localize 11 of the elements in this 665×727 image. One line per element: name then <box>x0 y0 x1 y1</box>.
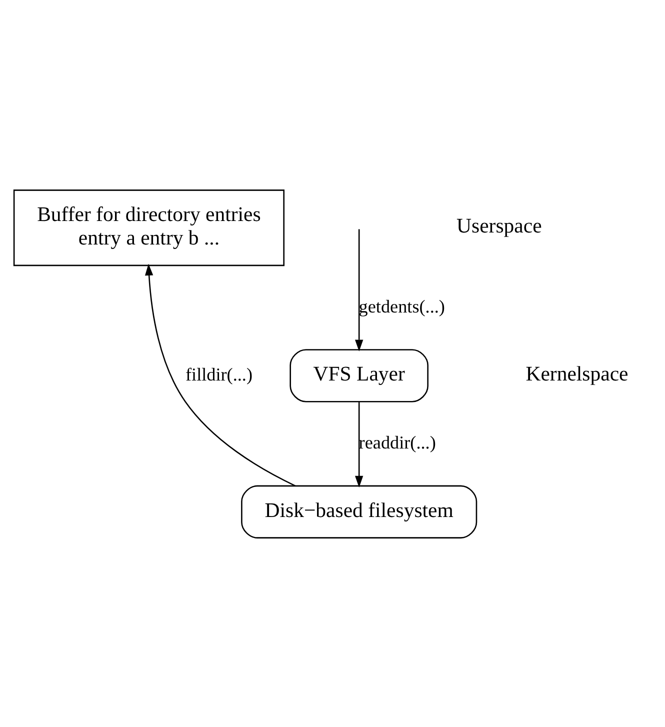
node-box: Buffer for directory entries entry a entry b ... <box>13 189 284 266</box>
arrow <box>144 263 296 486</box>
arrow <box>355 228 364 351</box>
node-box: Disk−based filesystem <box>241 484 478 538</box>
arrow <box>355 402 364 488</box>
edge-label: filldir(...) <box>186 364 253 384</box>
label: Kernelspace <box>526 363 628 386</box>
label: Userspace <box>456 215 542 238</box>
edge-label: getdents(...) <box>358 296 445 316</box>
node-box: VFS Layer <box>290 348 428 402</box>
edge-label: readdir(...) <box>358 432 436 452</box>
